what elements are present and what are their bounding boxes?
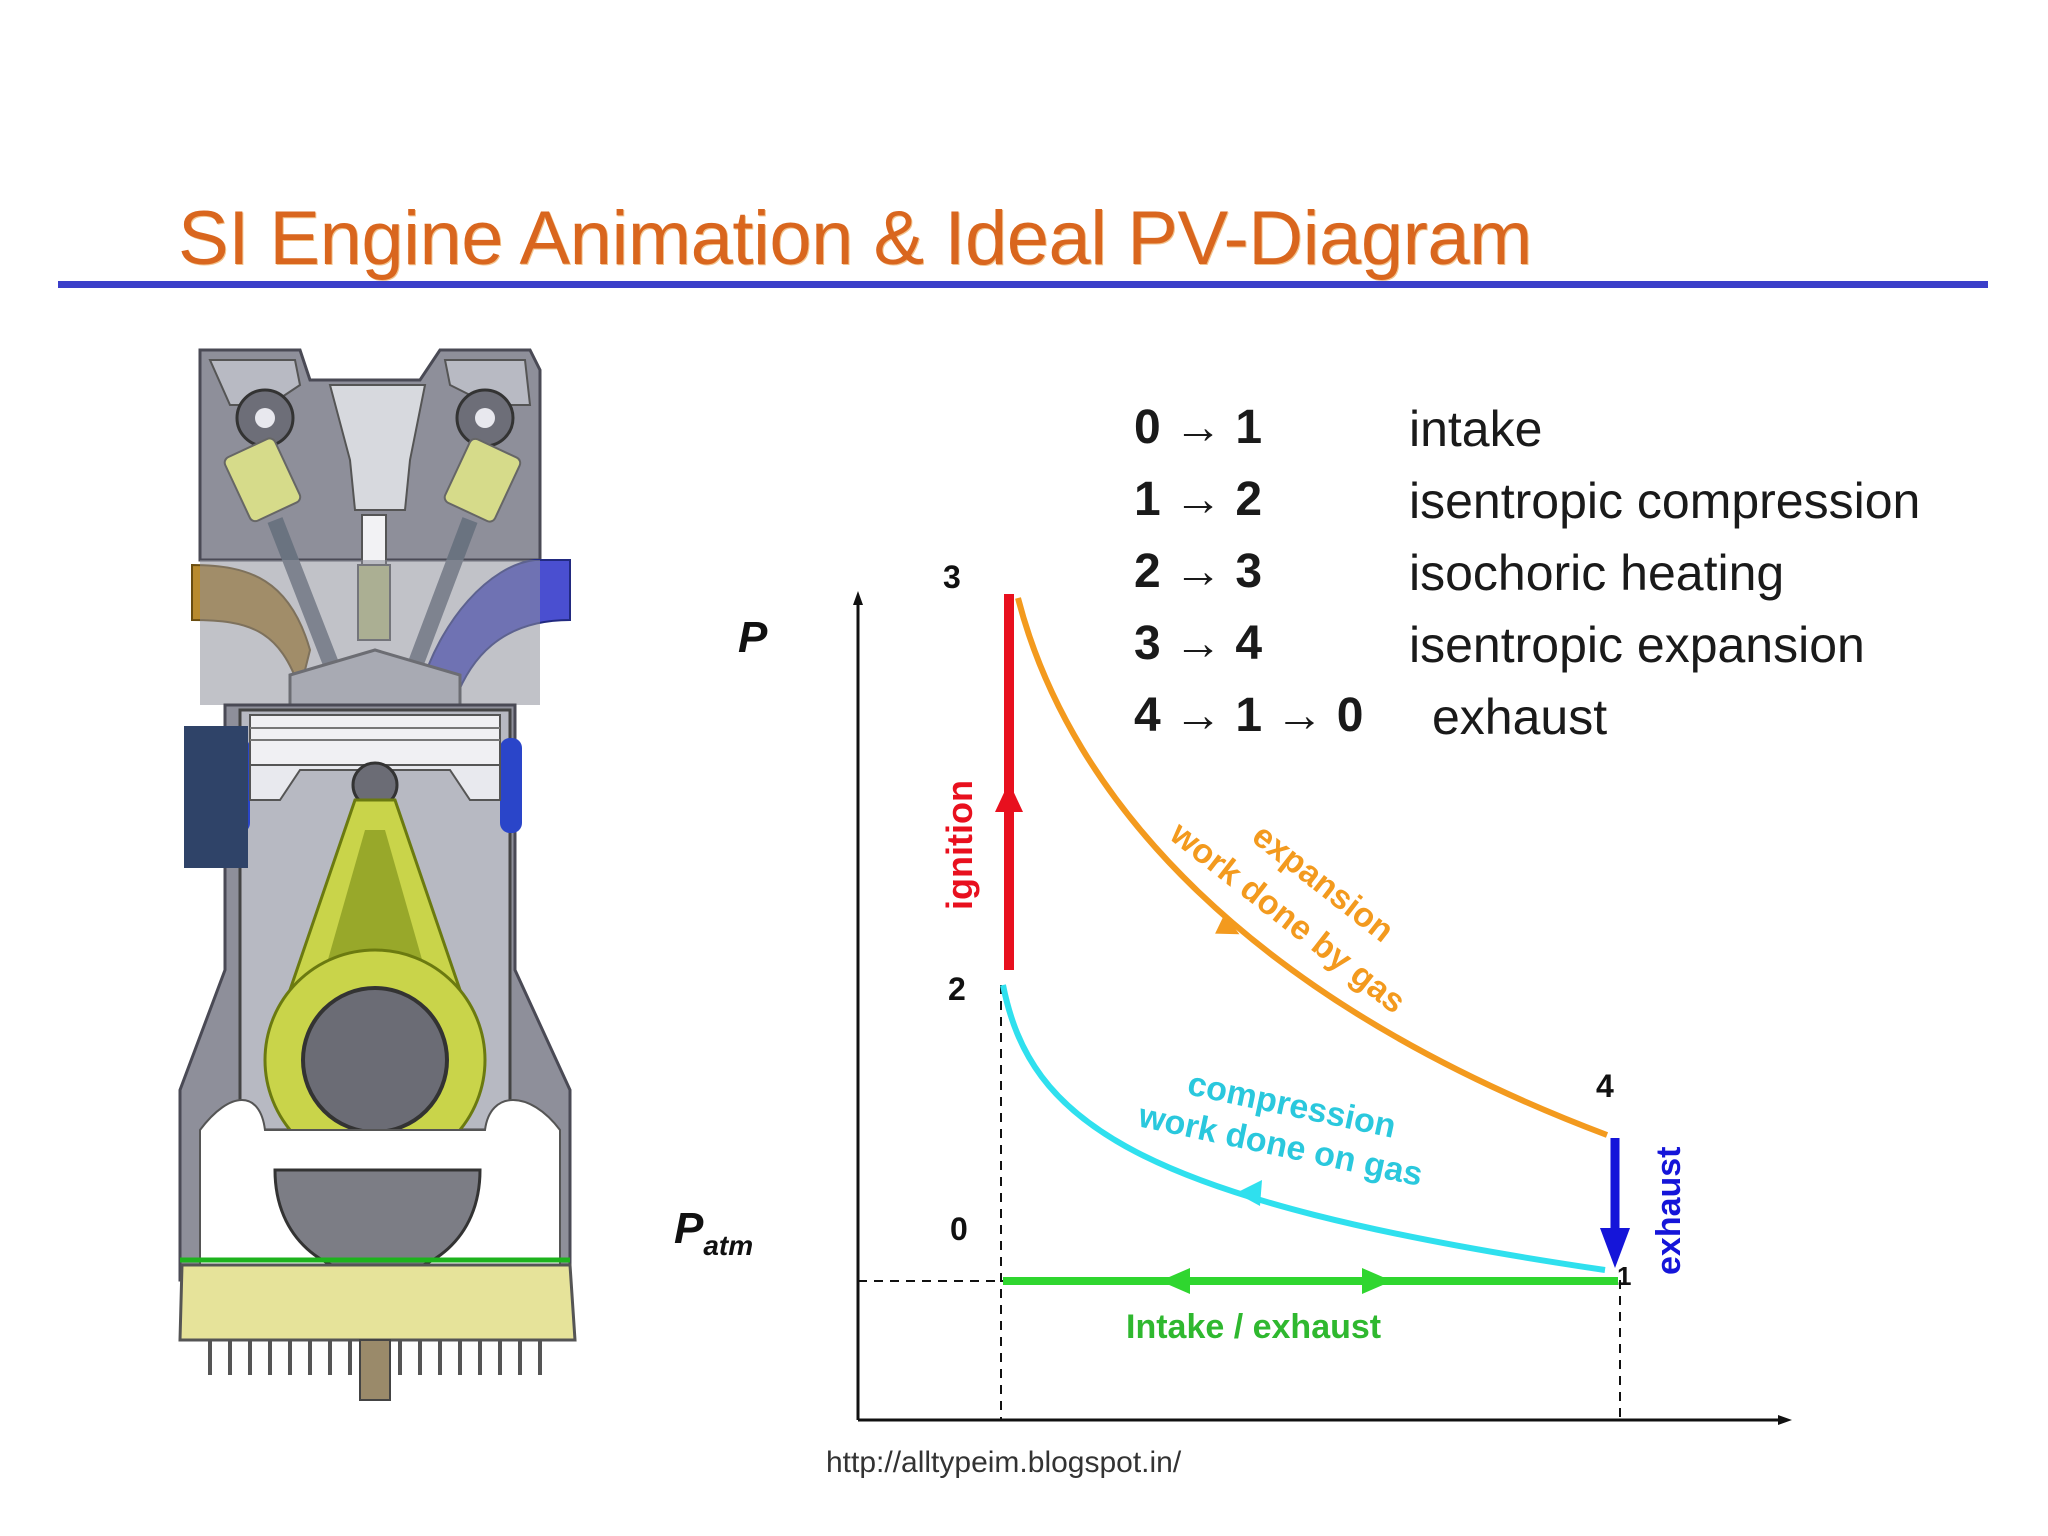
expansion-arrow (1215, 914, 1240, 935)
legend-step: 2 → 3 (1134, 545, 1263, 598)
point-label: 4 (1596, 1068, 1614, 1104)
legend-step: 0 → 1 (1134, 401, 1263, 454)
slide-title: SI Engine Animation & Ideal PV-Diagram (178, 196, 1532, 281)
intake-exhaust-label: Intake / exhaust (1126, 1308, 1381, 1346)
legend-name: isochoric heating (1409, 545, 1785, 601)
engine-illustration (178, 348, 577, 1401)
legend-step: 3 → 4 (1134, 617, 1263, 670)
legend-name: isentropic expansion (1409, 617, 1865, 673)
legend-name: intake (1409, 401, 1543, 457)
p-axis-label: P (738, 613, 768, 662)
ignition-arrow (995, 782, 1023, 812)
intake-arrow-right (1362, 1268, 1392, 1294)
intake-arrow-left (1160, 1268, 1190, 1294)
point-label: 2 (948, 971, 966, 1007)
side-marker (184, 726, 248, 868)
legend-step: 1 → 2 (1134, 473, 1263, 526)
source-url: http://alltypeim.blogspot.in/ (826, 1446, 1182, 1479)
legend-step: 4 → 1 → 0 (1134, 689, 1364, 742)
patm-label-main: P (674, 1204, 704, 1253)
title-underline (58, 281, 1988, 288)
patm-label-sub: atm (703, 1230, 753, 1261)
point-label: 1 (1617, 1261, 1631, 1291)
exhaust-label: exhaust (1650, 1147, 1688, 1276)
exhaust-arrow (1600, 1228, 1630, 1268)
compression-arrow (1236, 1180, 1262, 1206)
legend-name: isentropic compression (1409, 473, 1921, 529)
point-label: 3 (943, 559, 961, 595)
legend-name: exhaust (1432, 689, 1608, 745)
point-label: 0 (950, 1211, 968, 1247)
patm-label: Patm (674, 1204, 753, 1261)
compression-curve (1000, 984, 1606, 1273)
expansion-curve (1015, 597, 1609, 1138)
ignition-label: ignition (939, 780, 980, 910)
